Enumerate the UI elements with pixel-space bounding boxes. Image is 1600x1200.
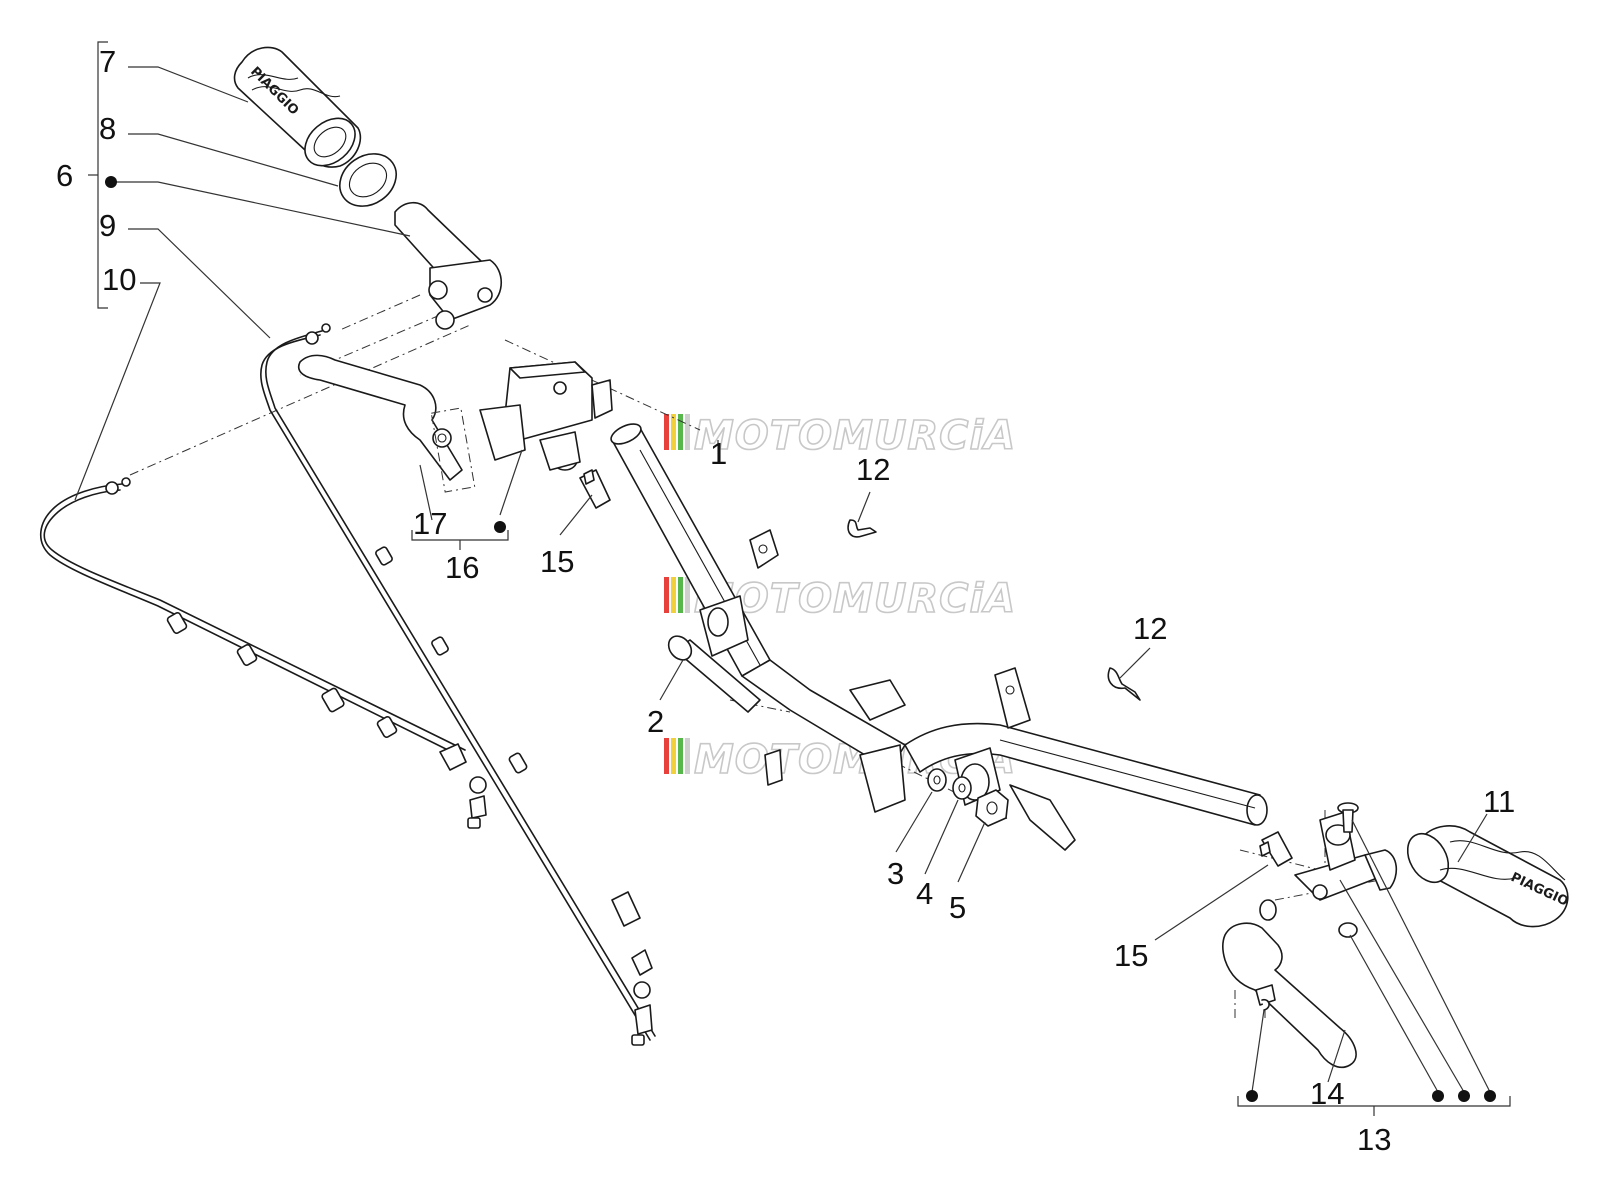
stop-switch-left [579,469,611,509]
right-lever-bracket [1294,811,1398,901]
callout-11: 11 [1483,784,1515,819]
kit-marker [1246,1090,1258,1102]
callouts: 7 8 6 9 10 17 16 15 1 12 12 2 3 4 5 15 1… [56,44,1515,1157]
kit-marker [494,521,506,533]
kit-marker [105,176,117,188]
callout-8: 8 [99,111,116,146]
callout-16: 16 [445,550,479,585]
callout-15: 15 [540,544,574,579]
left-grip: PIAGGIO [233,46,362,168]
grip-ring [339,153,397,207]
throttle-cable-9 [260,323,656,1046]
clip-12-upper [847,519,877,538]
callout-2: 2 [647,704,664,739]
kit-markers [105,176,1496,1102]
callout-12: 12 [1133,611,1167,646]
clip-12-lower [1107,667,1141,701]
watermark-text: MOTOMURCiA [694,576,1016,622]
left-brake-lever [298,354,476,493]
right-brake-lever [1221,899,1357,1069]
callout-13: 13 [1357,1122,1391,1157]
watermark-top: MOTOMURCiA [664,412,1016,460]
watermark-middle: MOTOMURCiA [664,575,1016,623]
pivot-pin [1337,802,1359,833]
master-cylinder [479,361,613,471]
nut-5 [975,789,1009,827]
washer-3 [927,768,947,792]
callout-5: 5 [949,890,966,925]
washer-4 [952,776,972,800]
callout-15: 15 [1114,938,1148,973]
callout-7: 7 [99,44,116,79]
callout-10: 10 [102,262,136,297]
callout-1: 1 [710,436,727,471]
throttle-housing [394,201,503,330]
small-nut [1338,922,1358,938]
callout-9: 9 [99,208,116,243]
bolt [667,635,761,713]
kit-marker [1484,1090,1496,1102]
leader-lines [74,41,1511,1116]
throttle-cable-10 [40,477,487,829]
callout-4: 4 [916,876,933,911]
callout-6: 6 [56,158,73,193]
watermark-text: MOTOMURCiA [694,413,1016,459]
callout-17: 17 [413,506,447,541]
callout-12: 12 [856,452,890,487]
right-grip: PIAGGIO [1406,825,1571,928]
kit-marker [1458,1090,1470,1102]
callout-14: 14 [1310,1076,1344,1111]
handlebar-frame [610,423,1268,851]
callout-3: 3 [887,856,904,891]
stop-switch-right [1259,831,1293,867]
kit-marker [1432,1090,1444,1102]
